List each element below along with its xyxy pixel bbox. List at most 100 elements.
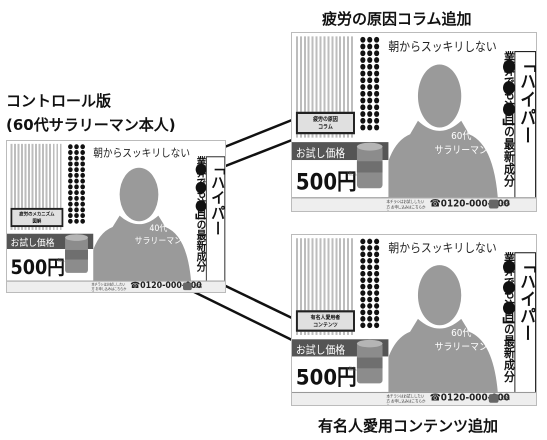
pattern-dot: [360, 117, 366, 124]
phone-text: 0120-000-000: [440, 198, 510, 210]
pattern-dot: [374, 57, 380, 63]
price-value: 500円: [295, 168, 357, 195]
company-name: 社名: [193, 283, 203, 290]
phone-text: 0120-000-000: [440, 393, 510, 404]
company-logo-icon: [488, 394, 499, 403]
pattern-dot: [80, 207, 85, 213]
pattern-dot: [374, 316, 380, 322]
pattern-dot: [80, 190, 85, 196]
pattern-dot: [374, 251, 380, 258]
pattern-dot: [374, 70, 380, 77]
pattern-dot: [68, 207, 73, 213]
ad-product-name: 「ハイパー●●●」: [500, 51, 536, 211]
pattern-dot: [367, 322, 373, 329]
pattern-dot: [374, 270, 380, 277]
pattern-dot: [367, 90, 373, 97]
pattern-dot: [374, 290, 380, 296]
pattern-dot: [360, 309, 366, 316]
pattern-dot: [68, 149, 73, 155]
pattern-dot: [68, 172, 73, 178]
pattern-dot: [80, 149, 85, 155]
pattern-dot: [360, 97, 366, 104]
footer-note: 本チラシはお試ししたい方 お申し込みはこちらから: [386, 394, 426, 406]
persona-role: サラリーマン: [134, 236, 183, 247]
pattern-dot: [360, 277, 366, 283]
pattern-dot: [374, 264, 380, 271]
pattern-dot: [80, 201, 85, 207]
pattern-dot: [374, 77, 380, 84]
pattern-dot: [367, 117, 373, 124]
pattern-dot: [74, 149, 79, 155]
ad-product-name: 「ハイパー●●●」: [500, 252, 536, 405]
pattern-dot: [374, 84, 380, 90]
pattern-dot: [367, 258, 373, 264]
footer-note: 本チラシはお試ししたい方 お申し込みはこちらから: [91, 282, 127, 292]
ad-subcopy: 業界でも注目の最新成分: [502, 51, 516, 188]
ad-footer: [292, 391, 536, 405]
pattern-dot: [68, 201, 73, 207]
ad-subcopy: 業界でも注目の最新成分: [502, 252, 516, 383]
ad-control-version: 朝からスッキリしない 業界でも注目の最新成分 「ハイパー●●●」 40代 サラリ…: [6, 140, 226, 293]
pattern-dot: [360, 322, 366, 329]
pattern-dot: [360, 238, 366, 245]
pattern-dot: [360, 303, 366, 309]
company-logo-icon: [488, 199, 499, 209]
heading-control-version: コントロール版: [6, 92, 112, 110]
pattern-dot: [360, 50, 366, 57]
content-insert-box: 疲労の原因 コラム: [295, 111, 355, 135]
pattern-dot: [360, 84, 366, 90]
pattern-dot: [360, 104, 366, 111]
insert-line-1: 疲労の原因: [313, 116, 338, 123]
pattern-dot: [80, 144, 85, 150]
ad-footer: [7, 280, 225, 292]
pattern-dot: [74, 155, 79, 161]
pattern-dot: [360, 258, 366, 264]
pattern-dot: [80, 195, 85, 201]
pattern-dot: [374, 283, 380, 290]
price-note: (税込): [347, 170, 359, 176]
pattern-dot: [68, 155, 73, 161]
pattern-dot: [367, 104, 373, 111]
pattern-dot: [367, 43, 373, 50]
pattern-dot: [74, 144, 79, 150]
ad-celebrity-variant: 朝からスッキリしない 業界でも注目の最新成分 「ハイパー●●●」 60代 サラリ…: [291, 234, 537, 406]
product-can-icon: [356, 339, 383, 384]
pattern-dot: [374, 277, 380, 283]
ad-column-variant: 朝からスッキリしない 業界でも注目の最新成分 「ハイパー●●●」 60代 サラリ…: [291, 32, 537, 212]
trial-price-label: お試し価格: [295, 147, 346, 161]
pattern-dot: [360, 296, 366, 303]
pattern-dot: [367, 238, 373, 245]
pattern-dot: [360, 57, 366, 63]
heading-column-variant: 疲労の原因コラム追加: [322, 10, 472, 28]
pattern-dot: [374, 117, 380, 124]
man-silhouette-image: [380, 64, 499, 211]
pattern-dot: [374, 90, 380, 97]
ad-footer: [292, 197, 536, 211]
pattern-dot: [74, 195, 79, 201]
dot-pattern: [360, 36, 380, 131]
pattern-dot: [68, 218, 73, 224]
persona-label: 40代 サラリーマン: [132, 223, 185, 248]
pattern-dot: [374, 50, 380, 57]
heading-celebrity-variant: 有名人愛用コンテンツ追加: [318, 417, 499, 435]
ad-product-name: 「ハイパー●●●」: [193, 156, 225, 292]
pattern-dot: [367, 63, 373, 70]
pattern-dot: [74, 201, 79, 207]
persona-age: 60代: [451, 328, 472, 340]
pattern-dot: [74, 218, 79, 224]
pattern-dot: [367, 57, 373, 63]
persona-label: 60代 サラリーマン: [432, 327, 491, 355]
product-can-icon: [65, 234, 88, 273]
pattern-dot: [68, 195, 73, 201]
pattern-dot: [68, 178, 73, 184]
pattern-dot: [80, 155, 85, 161]
phone-text: 0120-000-000: [140, 281, 202, 292]
pattern-dot: [360, 36, 366, 43]
price-value: 500円: [10, 255, 65, 279]
pattern-dot: [68, 144, 73, 150]
pattern-dot: [374, 245, 380, 251]
pattern-dot: [367, 36, 373, 43]
pattern-dot: [367, 70, 373, 77]
pattern-dot: [74, 213, 79, 219]
pattern-dot: [360, 270, 366, 277]
